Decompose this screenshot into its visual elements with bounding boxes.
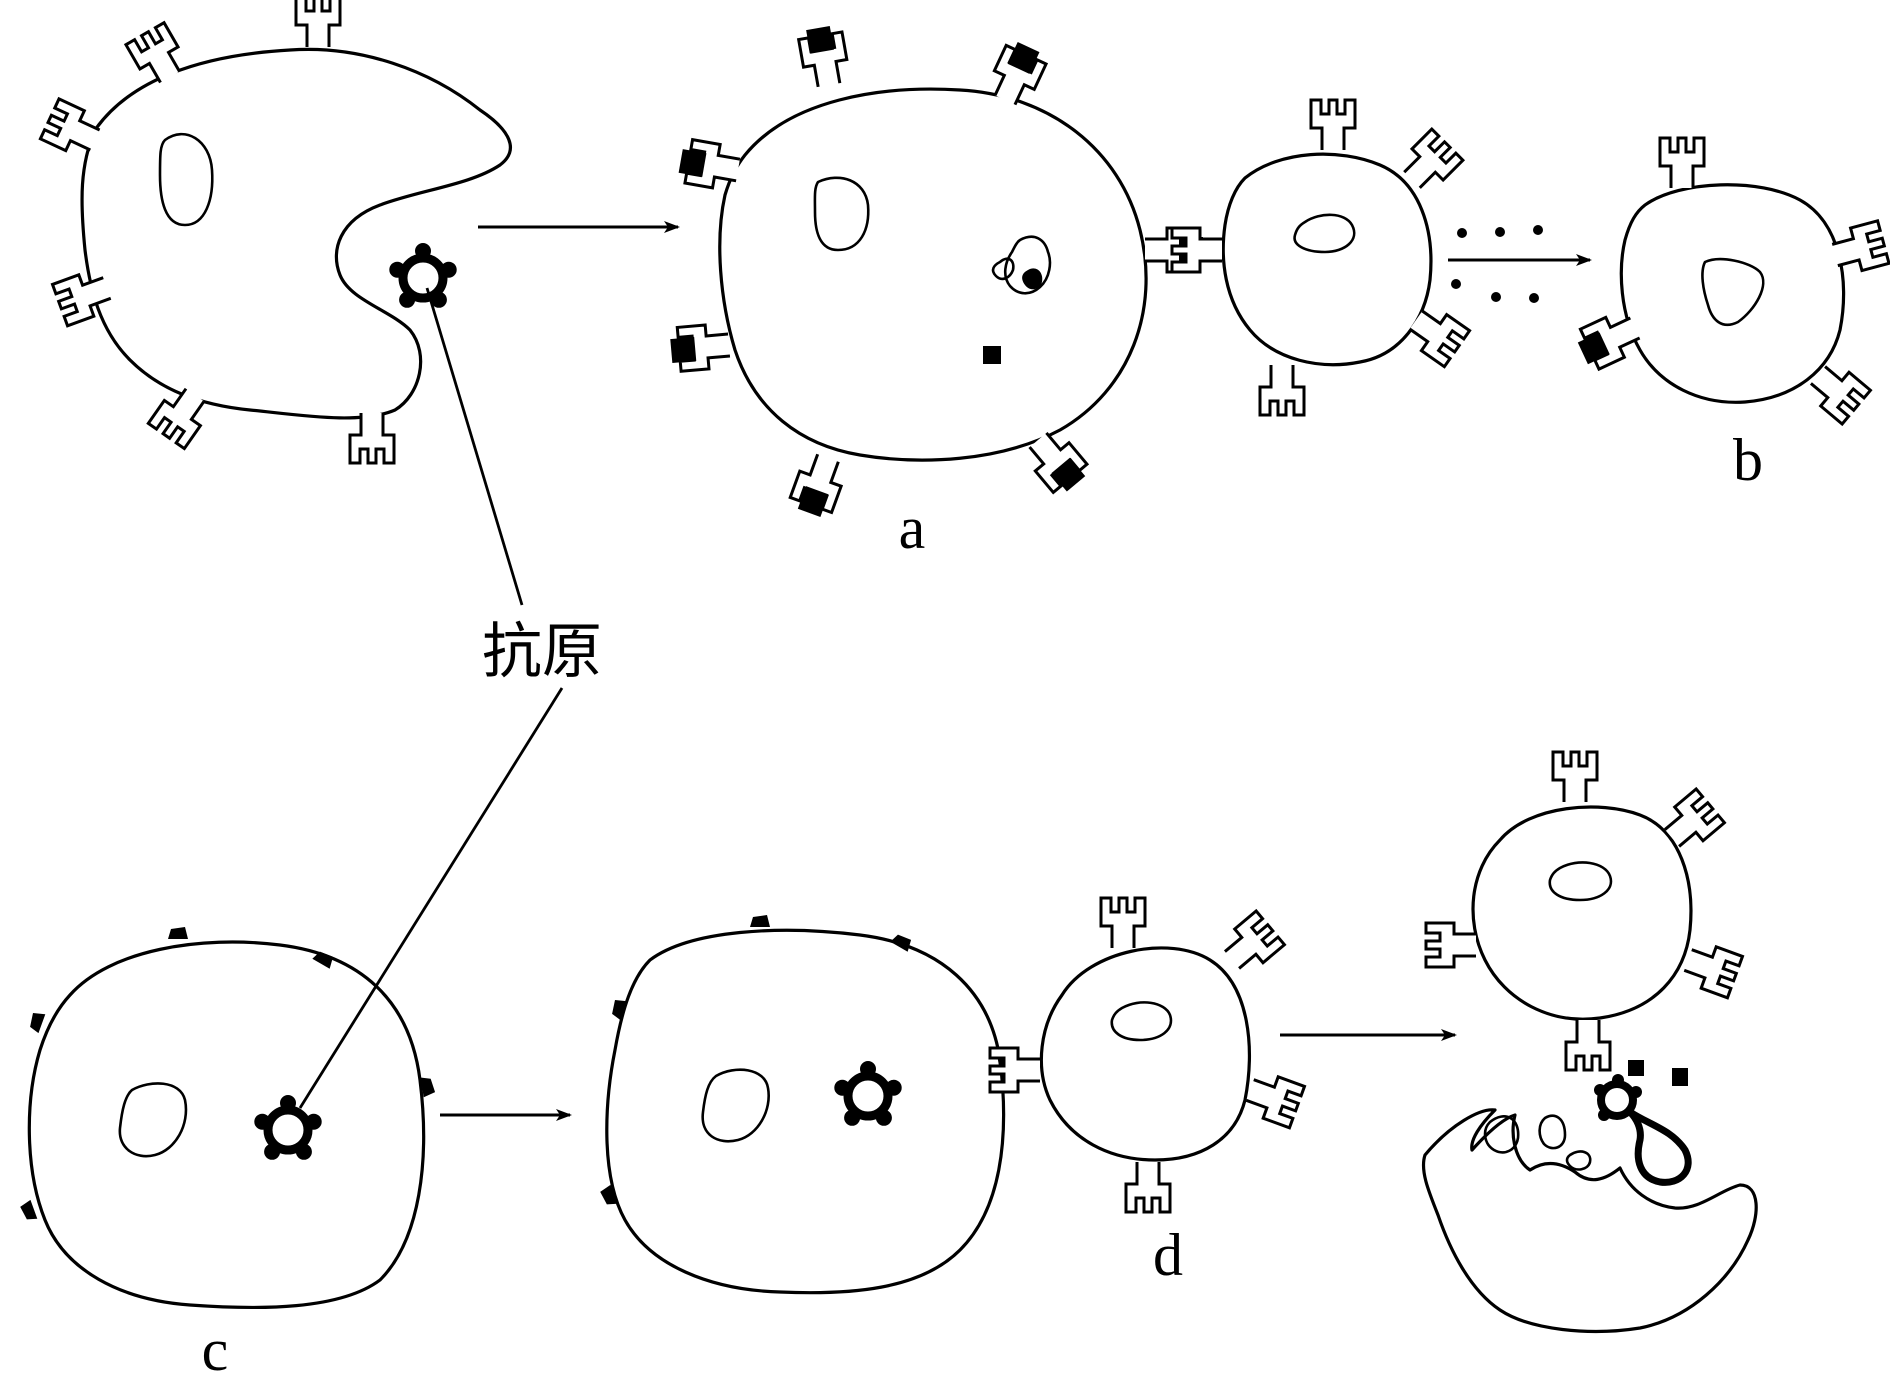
label-c: c <box>202 1317 229 1383</box>
label-d: d <box>1153 1222 1183 1288</box>
effector-t-receptors <box>988 896 1307 1214</box>
effector-t-cell-d <box>1039 946 1251 1162</box>
signal-dots <box>1451 225 1543 303</box>
antigen-label: 抗原 <box>482 617 602 687</box>
cell-b <box>1619 183 1846 404</box>
antigen-in-cell-middle <box>834 1061 901 1126</box>
antigen-icon <box>389 243 456 308</box>
label-a: a <box>899 495 926 561</box>
antigen-presenting-cell <box>718 87 1148 462</box>
infected-cell-middle-markers <box>599 915 1012 1208</box>
antigen-leader-top <box>425 287 524 606</box>
helper-t-cell-top <box>1221 152 1433 367</box>
label-b: b <box>1733 427 1763 493</box>
released-antigen <box>1594 1060 1692 1186</box>
antigen-in-cell-c <box>254 1095 321 1160</box>
lysed-cell <box>1421 1108 1758 1334</box>
released-t-cell <box>1471 805 1693 1021</box>
apc-receptors-bound <box>667 22 1205 522</box>
macrophage-receptors <box>38 0 396 465</box>
infected-cell-middle <box>605 928 1006 1295</box>
infected-cell-c-markers <box>19 927 436 1223</box>
helper-t-receptors-top <box>1170 98 1472 417</box>
macrophage-cell <box>80 47 512 420</box>
antigen-leader-bottom <box>298 687 564 1109</box>
infected-cell-c <box>27 940 426 1310</box>
